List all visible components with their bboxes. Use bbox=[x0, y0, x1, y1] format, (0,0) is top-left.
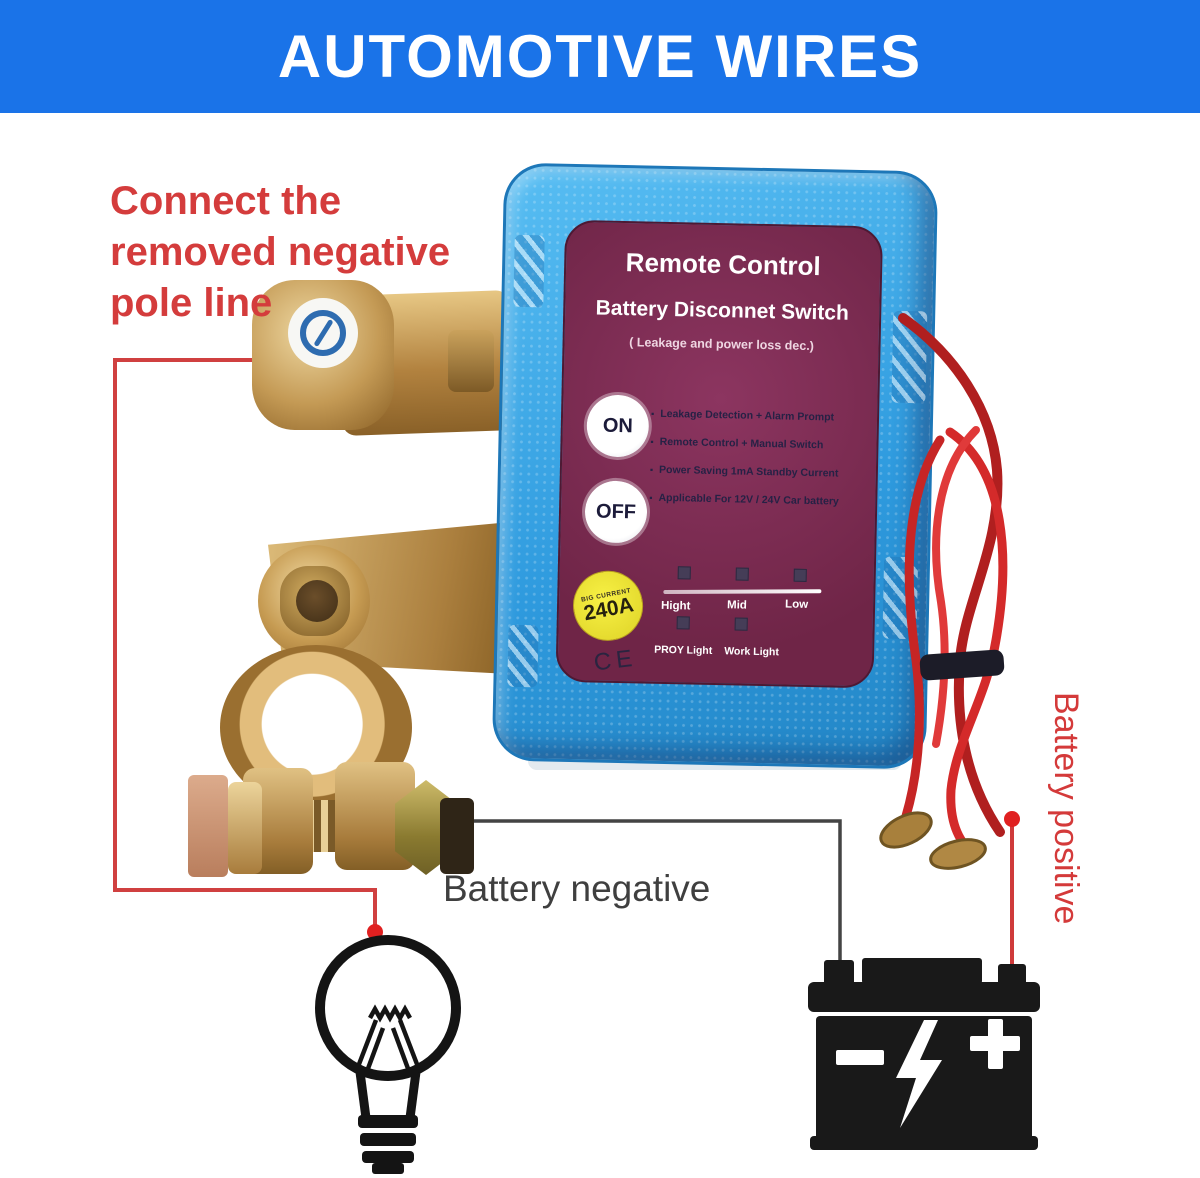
power-slash-ring bbox=[300, 310, 346, 356]
proy-light-led bbox=[676, 616, 690, 630]
wire-strand bbox=[932, 426, 980, 748]
battery-negative-terminal bbox=[824, 960, 854, 986]
work-light-label: Work Light bbox=[724, 645, 780, 659]
housing-ridge-bottom-left bbox=[507, 624, 539, 688]
minus-icon bbox=[836, 1050, 884, 1065]
wire-zip-tie bbox=[919, 649, 1005, 681]
feature-item: Leakage Detection + Alarm Prompt bbox=[651, 408, 879, 426]
wire-strand bbox=[945, 427, 1008, 861]
positive-wire-dot bbox=[1004, 811, 1020, 827]
car-battery-icon bbox=[808, 958, 1040, 1150]
proy-light-label: PROY Light bbox=[654, 643, 713, 657]
off-button: OFF bbox=[584, 480, 648, 544]
wire-lug bbox=[929, 838, 987, 870]
ce-mark: CE bbox=[592, 644, 639, 677]
level-led-mid bbox=[735, 567, 749, 581]
negative-pole-note: Connect the removed negative pole line bbox=[110, 176, 450, 329]
title-banner: AUTOMOTIVE WIRES bbox=[0, 0, 1200, 113]
housing-ridge-top-right bbox=[891, 310, 928, 404]
bulb-screw-base bbox=[358, 1115, 418, 1174]
strap-stud-core bbox=[296, 580, 338, 622]
level-label-high: Hight bbox=[660, 599, 691, 613]
faceplate-subtitle: Battery Disconnet Switch bbox=[595, 296, 850, 325]
battery-disconnect-switch-device: Remote Control Battery Disconnet Switch … bbox=[491, 162, 939, 770]
bulb-glass bbox=[315, 935, 461, 1081]
level-led-high bbox=[677, 566, 691, 580]
battery-negative-label: Battery negative bbox=[443, 868, 711, 909]
clamp-washer bbox=[228, 782, 262, 874]
battery-positive-label: Battery positive bbox=[1047, 692, 1085, 925]
feature-item: Power Saving 1mA Standby Current bbox=[650, 464, 878, 482]
housing-ridge-bottom-right bbox=[882, 556, 919, 640]
page-title: AUTOMOTIVE WIRES bbox=[277, 23, 923, 90]
feature-item: Remote Control + Manual Switch bbox=[650, 436, 878, 454]
top-terminal-detail bbox=[448, 330, 494, 392]
plus-icon bbox=[970, 1019, 1020, 1069]
bulb-filament bbox=[353, 1004, 423, 1075]
device-faceplate: Remote Control Battery Disconnet Switch … bbox=[555, 219, 884, 689]
feature-item: Applicable For 12V / 24V Car battery bbox=[649, 492, 877, 510]
light-bulb-icon bbox=[315, 935, 461, 1174]
current-rating-badge: BIG CURRENT 240A bbox=[567, 564, 649, 647]
faceplate-note: ( Leakage and power loss dec.) bbox=[629, 335, 815, 354]
level-label-low: Low bbox=[784, 598, 809, 611]
light-labels-row: PROY Light Work Light bbox=[654, 644, 779, 659]
battery-lid bbox=[808, 982, 1040, 1012]
note-line-3: pole line bbox=[110, 281, 273, 325]
level-label-mid: Mid bbox=[726, 599, 748, 612]
note-line-2: removed negative bbox=[110, 230, 451, 274]
faceplate-title: Remote Control bbox=[625, 247, 822, 282]
feature-list: Leakage Detection + Alarm Prompt Remote … bbox=[649, 408, 879, 525]
bulb-neck bbox=[355, 1071, 421, 1119]
lightning-icon bbox=[896, 1020, 942, 1128]
on-button: ON bbox=[586, 394, 650, 458]
battery-positive-terminal bbox=[998, 964, 1026, 986]
level-indicator-line bbox=[663, 589, 822, 595]
battery-base bbox=[810, 1136, 1038, 1150]
work-light-led bbox=[734, 617, 748, 631]
note-line-1: Connect the bbox=[110, 179, 342, 223]
battery-top-block bbox=[862, 958, 982, 984]
level-led-low bbox=[793, 568, 807, 582]
wire-lug bbox=[879, 811, 933, 849]
clamp-end-nut bbox=[440, 798, 474, 874]
housing-ridge-top-left bbox=[513, 234, 545, 308]
clamp-square-nut bbox=[188, 775, 228, 877]
power-off-symbol-icon bbox=[288, 298, 358, 368]
